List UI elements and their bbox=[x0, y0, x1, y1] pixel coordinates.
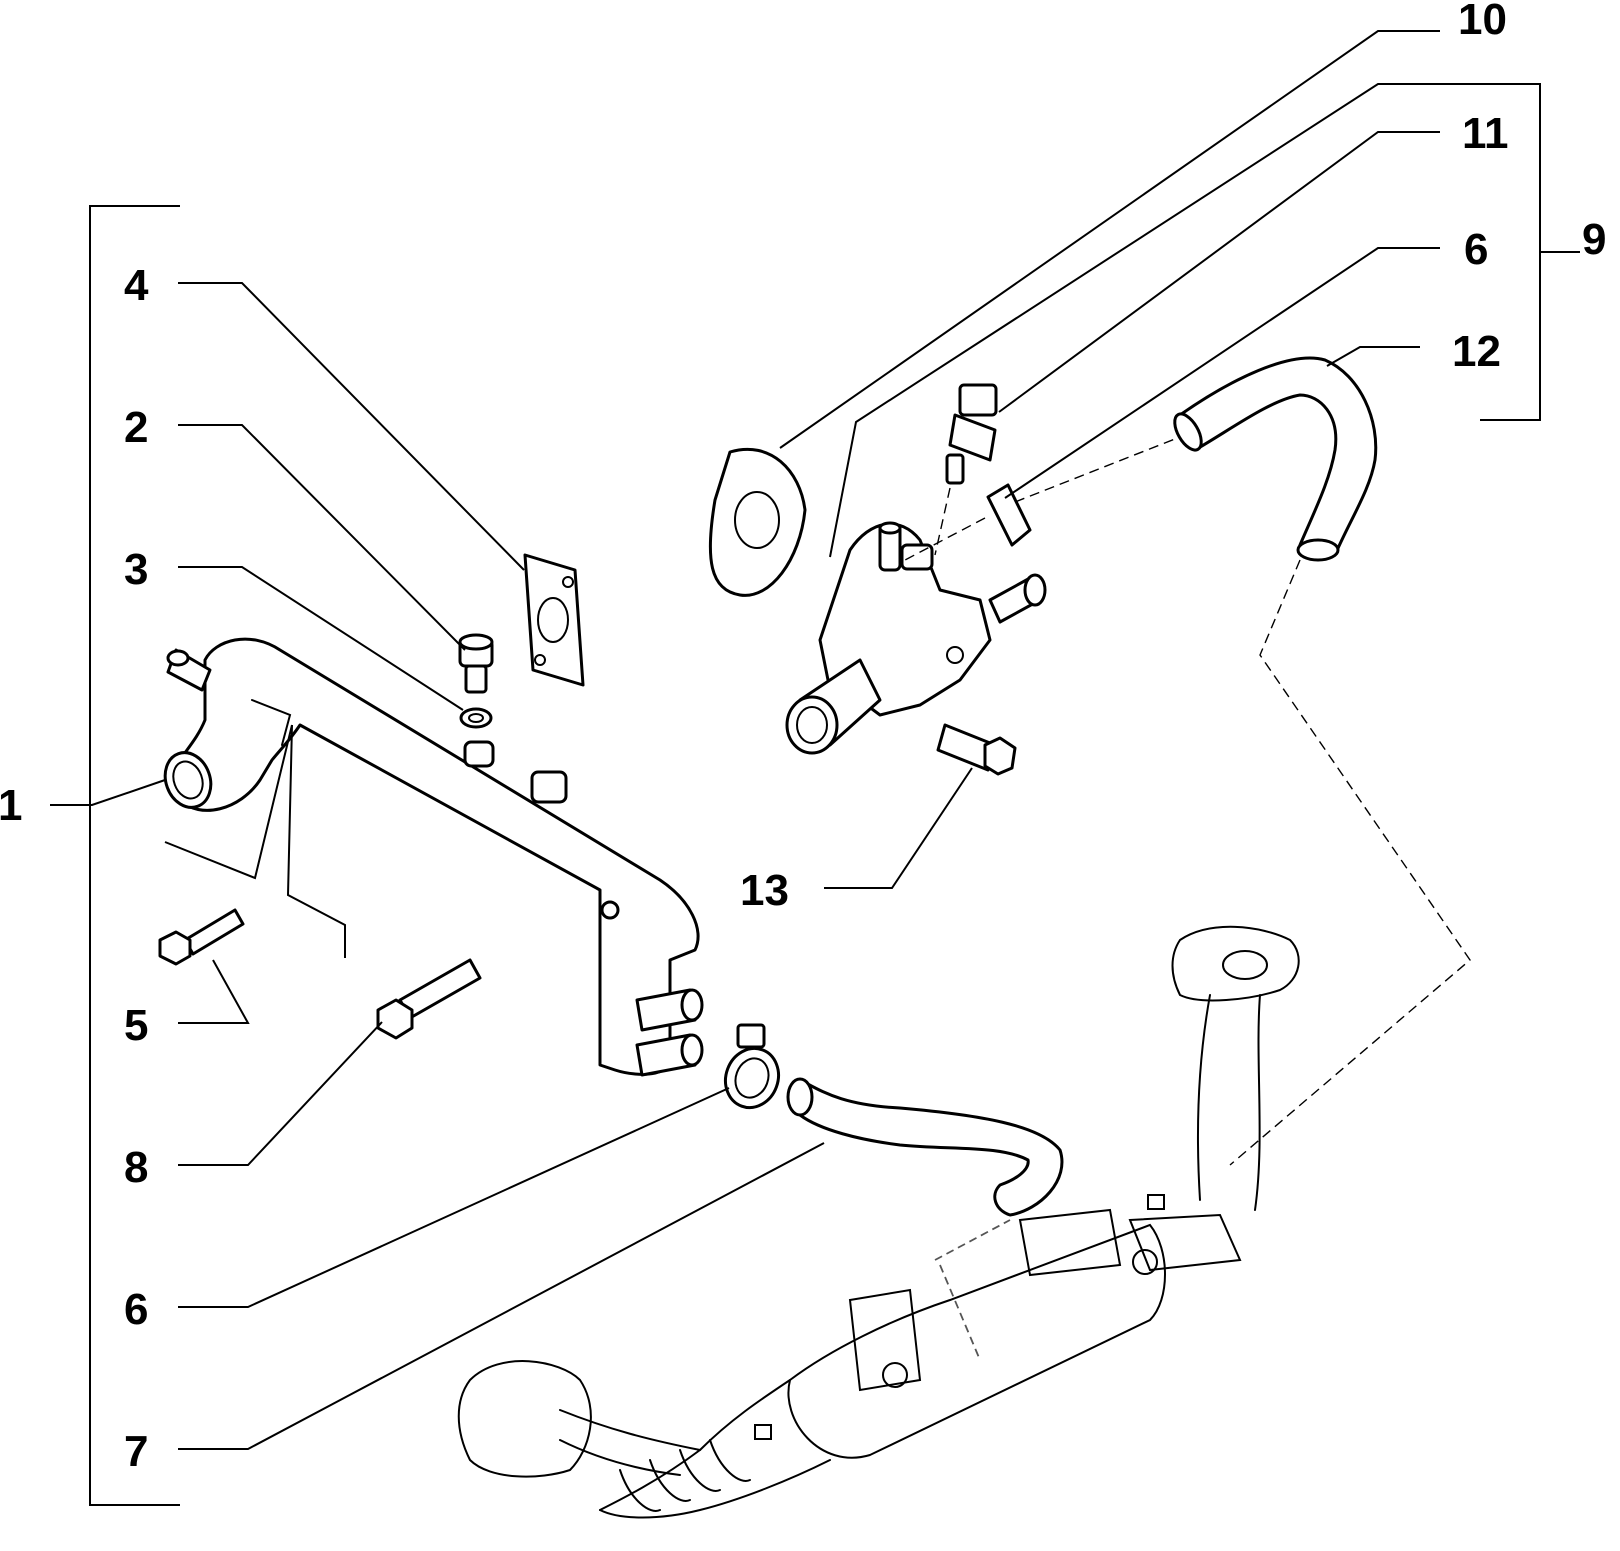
callout-13: 13 bbox=[740, 866, 789, 915]
callout-6-lower: 6 bbox=[124, 1285, 148, 1334]
callout-1: 1 bbox=[0, 781, 22, 830]
egr-cooler-assembly bbox=[457, 925, 1300, 1519]
hose-clamp-upper bbox=[986, 483, 1032, 547]
temp-sensor-11 bbox=[945, 383, 998, 485]
group-bracket-right bbox=[1480, 83, 1580, 421]
assembly-dash-lines bbox=[904, 436, 1471, 1166]
thermostat-housing bbox=[785, 521, 1047, 755]
gasket-4 bbox=[523, 553, 585, 687]
gasket-10 bbox=[708, 447, 807, 597]
callout-11: 11 bbox=[1462, 109, 1509, 158]
callout-5: 5 bbox=[124, 1001, 148, 1050]
callout-12: 12 bbox=[1452, 327, 1501, 376]
callout-9: 9 bbox=[1582, 215, 1606, 264]
hose-clamp-lower bbox=[724, 1023, 780, 1110]
callout-labels: 1 2 3 4 5 6 6 7 8 9 10 11 12 13 bbox=[0, 0, 1606, 1476]
bolt-8 bbox=[376, 958, 482, 1040]
leader-lines bbox=[50, 30, 1480, 1450]
callout-6-upper: 6 bbox=[1464, 225, 1488, 274]
callout-8: 8 bbox=[124, 1143, 148, 1192]
group-bracket-left bbox=[89, 205, 180, 1506]
bolt-2 bbox=[458, 633, 494, 694]
bolt-13 bbox=[936, 723, 1017, 776]
callout-2: 2 bbox=[124, 403, 148, 452]
washer-3 bbox=[459, 707, 493, 729]
coolant-pipe bbox=[163, 637, 704, 1077]
callout-3: 3 bbox=[124, 545, 148, 594]
callout-4: 4 bbox=[124, 261, 149, 310]
hose-7 bbox=[786, 1077, 1064, 1217]
hose-12 bbox=[1173, 356, 1378, 562]
callout-7: 7 bbox=[124, 1427, 148, 1476]
callout-10: 10 bbox=[1458, 0, 1507, 44]
bolt-5 bbox=[158, 908, 245, 966]
